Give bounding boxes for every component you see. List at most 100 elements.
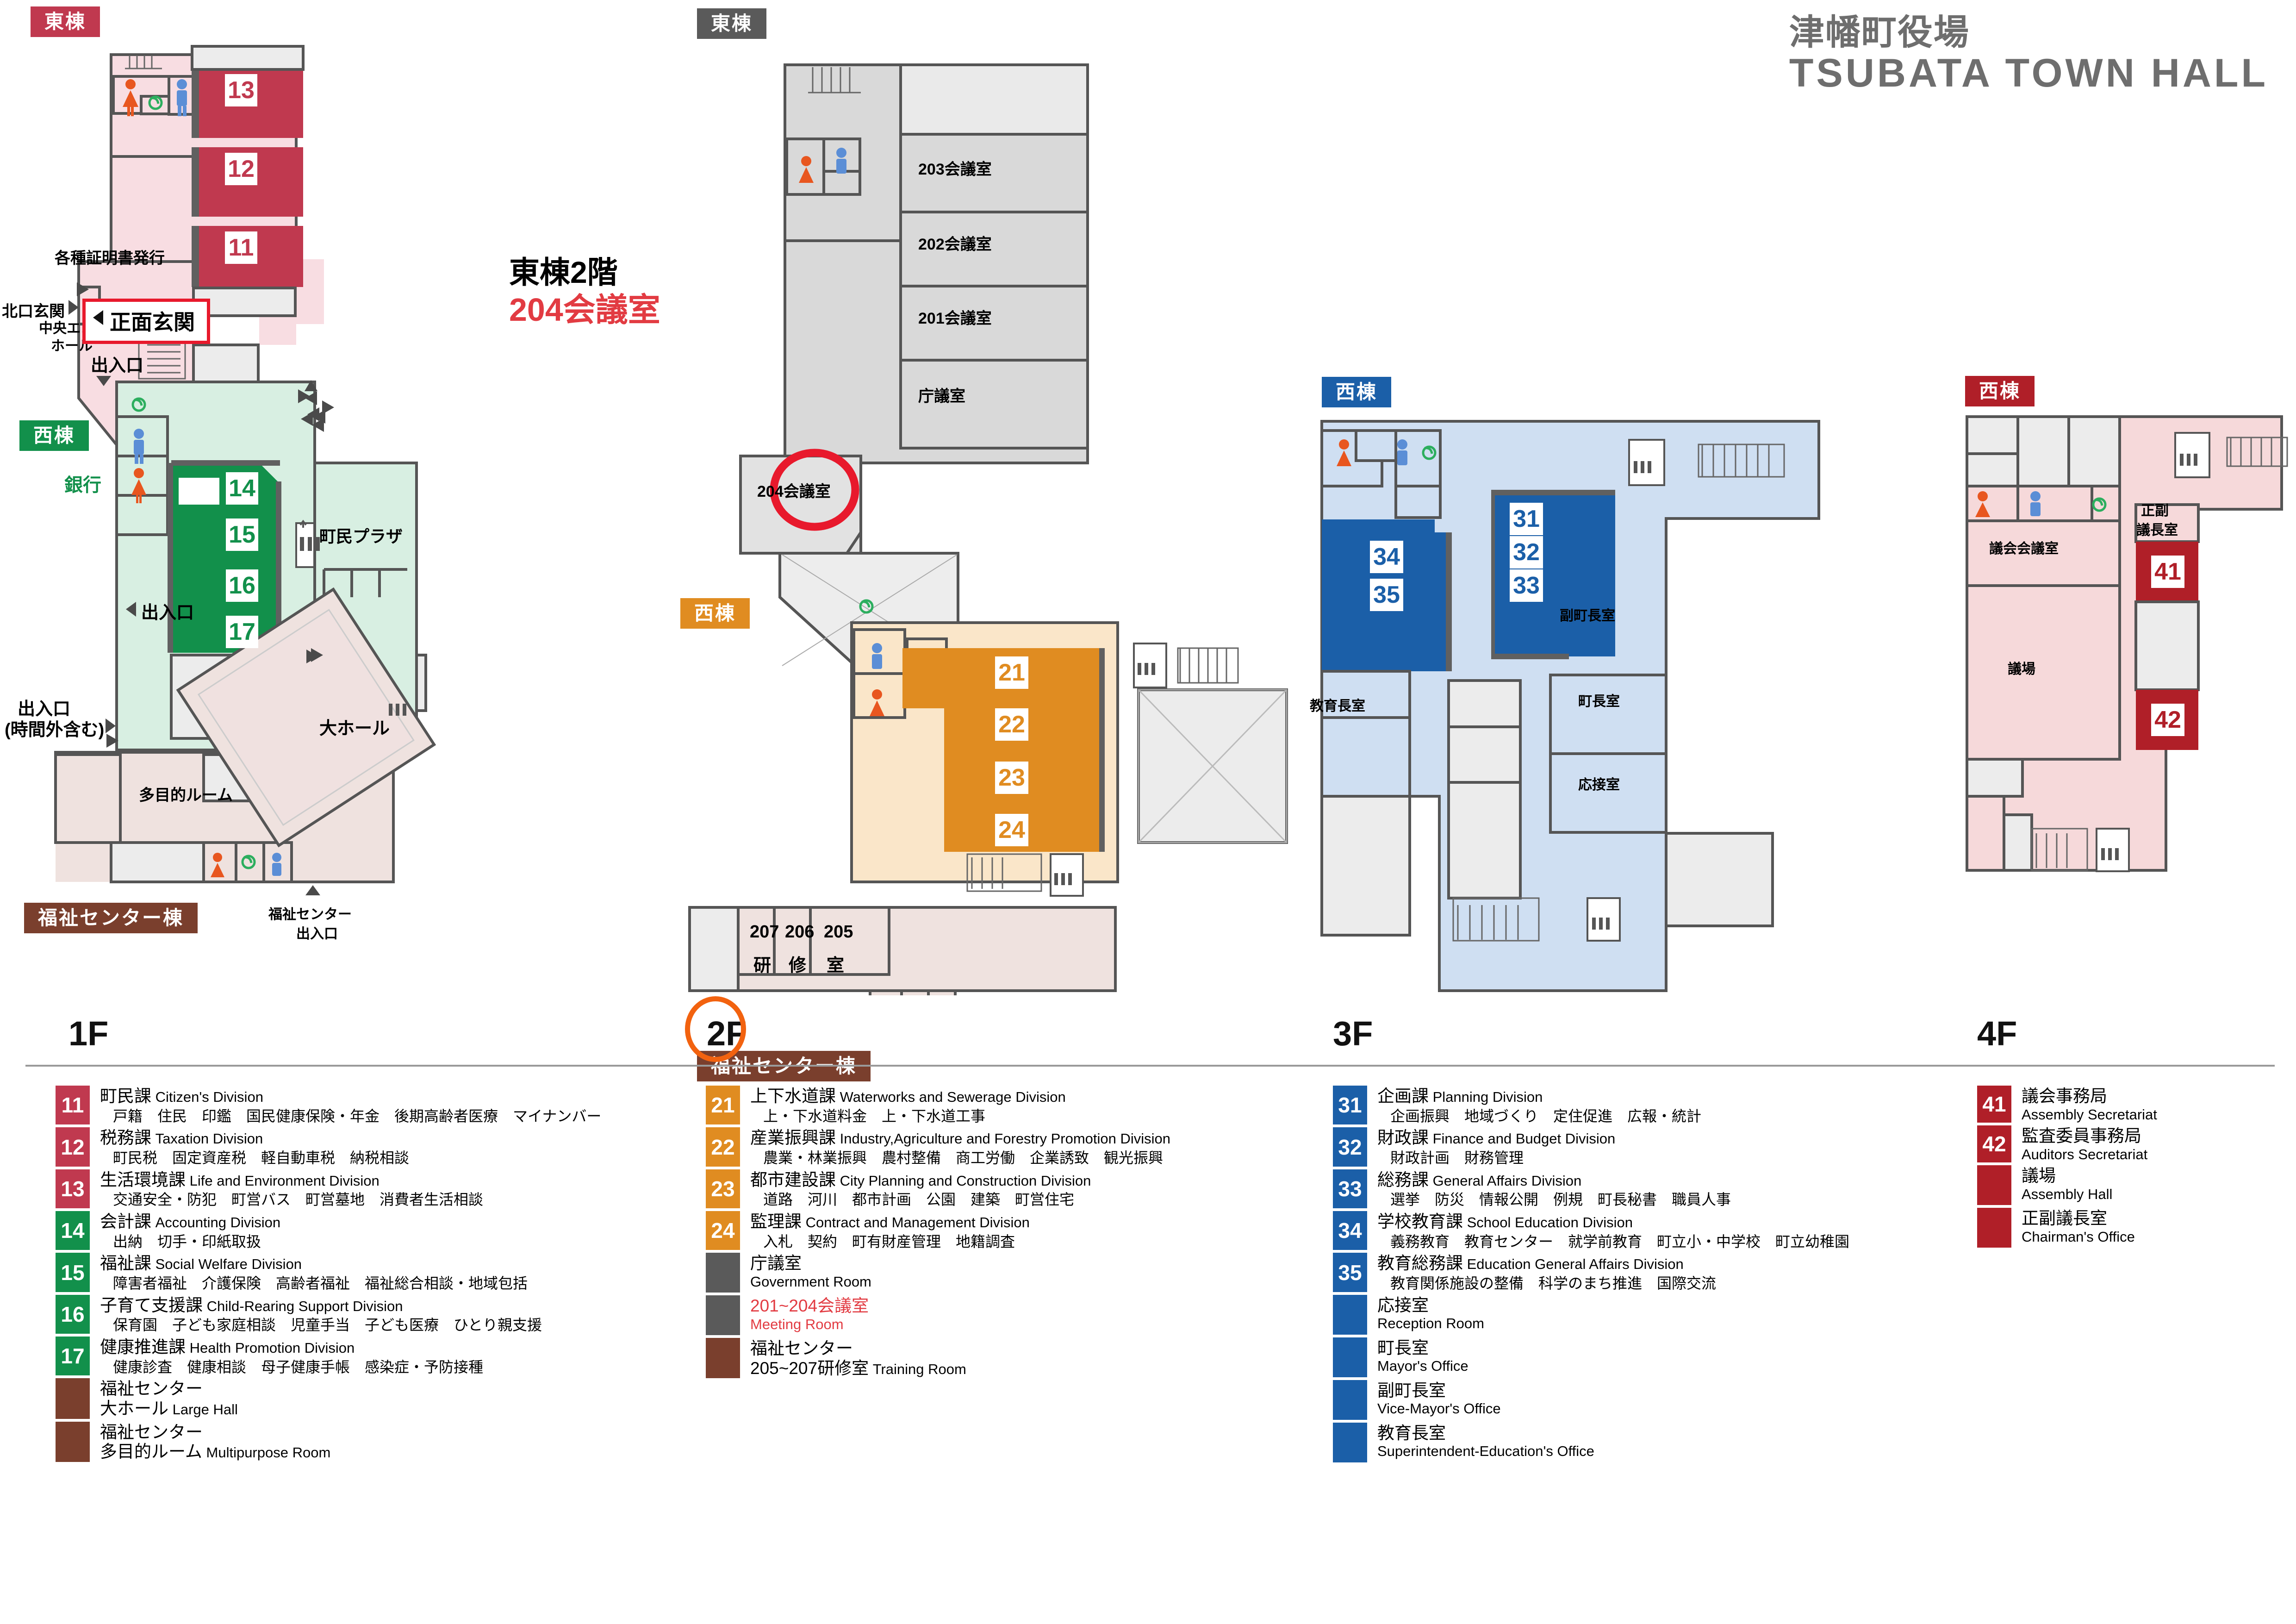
label-certificates: 各種証明書発行 [55, 250, 165, 267]
highlight-circle-204 [770, 449, 859, 531]
legend-chip [706, 1338, 740, 1379]
legend-division-name: 監理課 Contract and Management Division [750, 1212, 1030, 1231]
floor-tag-1f[interactable]: 1F [68, 1014, 109, 1053]
legend-division-name: 201~204会議室 [750, 1296, 869, 1316]
legend-division-name: 会計課 Accounting Division [100, 1212, 281, 1231]
floor-plan-3f[interactable]: 31 32 33 34 35 西棟 副町長室 町長室 応接室 教育長室 [1310, 0, 1958, 995]
legend-division-name-en: Social Welfare Division [151, 1256, 302, 1273]
svg-text:31: 31 [1513, 506, 1540, 532]
legend-sub-line: Mayor's Office [1377, 1358, 1468, 1374]
legend-chip: 33 [1333, 1169, 1367, 1209]
legend-sub-line: 205~207研修室 Training Room [750, 1358, 966, 1378]
floor-plan-2f[interactable]: 21 22 23 24 東棟 西棟 福祉センター棟 203会議室 202会議室 … [671, 0, 1319, 1082]
legend-row[interactable]: 福祉センター大ホール Large Hall [56, 1378, 666, 1419]
legend-chip [1977, 1208, 2011, 1248]
legend-row[interactable]: 福祉センター多目的ルーム Multipurpose Room [56, 1421, 666, 1462]
legend-services: 入札 契約 町有財産管理 地籍調査 [763, 1233, 1015, 1250]
legend-services: 健康診査 健康相談 母子健康手帳 感染症・予防接種 [113, 1358, 484, 1375]
floor-tag-3f[interactable]: 3F [1333, 1014, 1373, 1053]
label-exit-left-line2: (時間外含む) [5, 720, 105, 740]
svg-text:17: 17 [229, 618, 255, 645]
floor-plan-1f[interactable]: 13 12 11 14 15 16 17 東棟 西棟 福祉センター [0, 0, 671, 995]
legend-text: 産業振興課 Industry,Agriculture and Forestry … [740, 1127, 1170, 1166]
legend-chip [1333, 1294, 1367, 1335]
legend-chip: 21 [706, 1086, 740, 1125]
legend-chip: 17 [56, 1337, 90, 1376]
legend-division-name: 町民課 Citizen's Division [100, 1087, 263, 1106]
legend-services: 戸籍 住民 印鑑 国民健康保険・年金 後期高齢者医療 マイナンバー [113, 1107, 602, 1124]
legend-division-name-en: School Education Division [1463, 1214, 1633, 1231]
front-entrance-callout[interactable]: 正面玄関 [82, 299, 210, 344]
legend-sub-line-en: Mayor's Office [1377, 1358, 1468, 1374]
label-assembly-meeting-room: 議会会議室 [1989, 541, 2059, 556]
legend-division-name-en: City Planning and Construction Division [836, 1172, 1091, 1189]
legend-division-name: 福祉センター [100, 1422, 203, 1442]
legend-chip [1977, 1165, 2011, 1206]
legend-services: 企画振興 地域づくり 定住促進 広報・統計 [1390, 1107, 1702, 1124]
legend-division-name: 税務課 Taxation Division [100, 1128, 263, 1148]
svg-text:15: 15 [229, 521, 255, 548]
floor-tag-4f[interactable]: 4F [1977, 1014, 2017, 1053]
legend-division-name-en: Planning Division [1429, 1089, 1543, 1105]
legend-division-name-en: Waterworks and Sewerage Division [836, 1089, 1066, 1105]
wing-badge-east-2f: 東棟 [697, 8, 767, 39]
label-mayor: 町長室 [1578, 694, 1620, 709]
svg-text:12: 12 [228, 156, 255, 182]
label-room-203: 203会議室 [918, 161, 992, 178]
legend-sub-line: Reception Room [1377, 1315, 1484, 1332]
floor-plan-4f[interactable]: 41 42 西棟 議会会議室 議場 正副 議長室 [1958, 0, 2296, 995]
legend-services: 町民税 固定資産税 軽自動車税 納税相談 [113, 1149, 410, 1166]
label-room-202: 202会議室 [918, 236, 992, 253]
legend-division-name: 健康推進課 Health Promotion Division [100, 1337, 355, 1357]
legend-services: 上・下水道料金 上・下水道工事 [763, 1107, 986, 1124]
svg-text:42: 42 [2154, 706, 2181, 733]
svg-text:35: 35 [1373, 581, 1400, 608]
label-welfare-exit-line1: 福祉センター [268, 907, 352, 922]
label-government-room: 庁議室 [918, 387, 965, 405]
legend-division-name: 議場 [2022, 1166, 2056, 1186]
label-kenshu-206: 修 [789, 956, 807, 975]
legend-chip: 32 [1333, 1127, 1367, 1167]
label-bank: 銀行 [60, 468, 106, 498]
legend-chip: 13 [56, 1169, 90, 1209]
label-chairman-line2: 議長室 [2136, 523, 2178, 538]
legend-sub-line: Assembly Secretariat [2022, 1106, 2157, 1123]
legend-chip: 34 [1333, 1211, 1367, 1250]
